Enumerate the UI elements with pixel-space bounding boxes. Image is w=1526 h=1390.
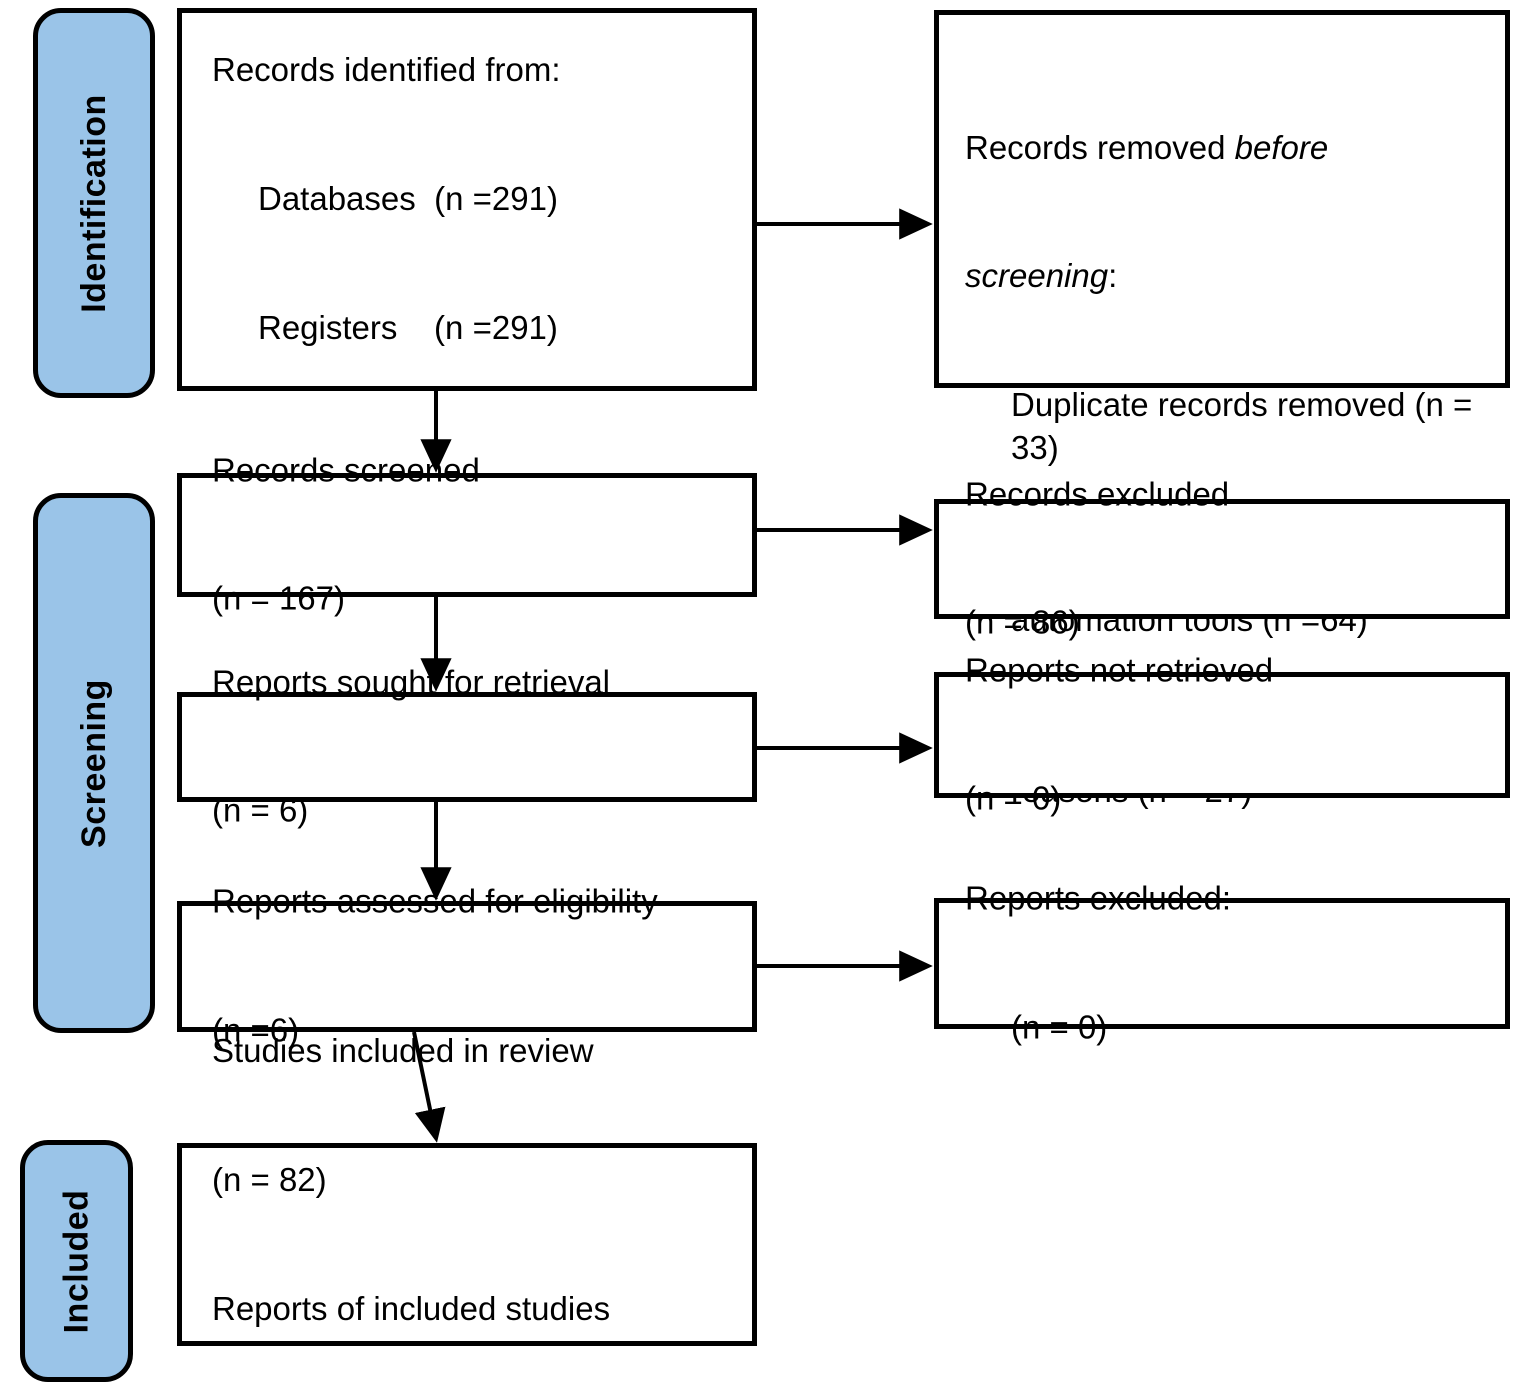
stage-pill-identification: Identification [33, 8, 155, 398]
box-records-screened-text: Records screened (n = 167) [212, 363, 738, 706]
stage-label-identification: Identification [74, 93, 113, 313]
reports-sought-line-1: Reports sought for retrieval [212, 663, 611, 701]
reports-excluded-line-2: (n = 0) [1011, 1008, 1108, 1046]
records-removed-item-1: Duplicate records removed (n = 33) [1011, 386, 1482, 467]
box-reports-sought-for-retrieval: Reports sought for retrieval (n = 6) [177, 663, 757, 829]
records-removed-heading-colon: : [1108, 257, 1118, 295]
studies-included-line-2: (n = 82) [212, 1160, 327, 1198]
records-removed-heading-normal: Records removed [965, 128, 1235, 166]
box-records-identified-text: Records identified from: Databases (n =2… [212, 0, 738, 435]
box-records-identified: Records identified from: Databases (n =2… [177, 8, 757, 391]
box-studies-included-in-review: Studies included in review (n = 82) Repo… [177, 1032, 757, 1346]
box-records-excluded-text: Records excluded (n = 86) [965, 387, 1491, 730]
stage-pill-included: Included [20, 1140, 133, 1382]
records-screened-line-2: (n = 167) [212, 579, 345, 617]
reports-assessed-line-2: (n =6) [212, 1011, 300, 1049]
box-reports-assessed-text: Reports assessed for eligibility (n =6) [212, 795, 738, 1138]
box-reports-assessed-for-eligibility: Reports assessed for eligibility (n =6) [177, 883, 757, 1048]
box-records-removed-before-screening: Records removed before screening: Duplic… [934, 10, 1510, 809]
records-excluded-line-2: (n = 86) [965, 603, 1080, 641]
box-studies-included-text: Studies included in review (n = 82) Repo… [212, 944, 738, 1390]
box-records-excluded: Records excluded (n = 86) [934, 475, 1510, 641]
reports-not-retrieved-line-2: (n = 0) [965, 779, 1062, 817]
records-removed-heading: Records removed before [965, 127, 1495, 170]
reports-excluded-line-1: Reports excluded: [965, 879, 1231, 917]
stage-label-included: Included [57, 1189, 96, 1333]
records-identified-line-2: Databases (n =291) [258, 180, 558, 218]
reports-assessed-line-1: Reports assessed for eligibility [212, 882, 658, 920]
box-records-screened: Records screened (n = 167) [177, 451, 757, 617]
records-identified-line-1: Records identified from: [212, 51, 561, 89]
stage-label-screening: Screening [74, 678, 113, 848]
studies-included-line-1: Studies included in review [212, 1032, 594, 1070]
box-reports-excluded: Reports excluded: (n = 0) [934, 880, 1510, 1045]
records-removed-heading-italic-2: screening [965, 257, 1109, 295]
records-screened-line-1: Records screened [212, 451, 480, 489]
box-reports-not-retrieved-text: Reports not retrieved (n = 0) [965, 563, 1491, 906]
records-excluded-line-1: Records excluded [965, 475, 1230, 513]
box-reports-not-retrieved: Reports not retrieved (n = 0) [934, 651, 1510, 817]
box-reports-excluded-text: Reports excluded: (n = 0) [965, 792, 1491, 1135]
reports-not-retrieved-line-1: Reports not retrieved [965, 651, 1274, 689]
box-reports-sought-text: Reports sought for retrieval (n = 6) [212, 575, 738, 918]
records-removed-heading-italic-1: before [1234, 128, 1329, 166]
stage-pill-screening: Screening [33, 493, 155, 1033]
records-identified-line-3: Registers (n =291) [258, 308, 558, 346]
reports-sought-line-2: (n = 6) [212, 791, 309, 829]
studies-included-line-3: Reports of included studies [212, 1289, 611, 1327]
records-removed-heading-2: screening: [965, 255, 1495, 298]
